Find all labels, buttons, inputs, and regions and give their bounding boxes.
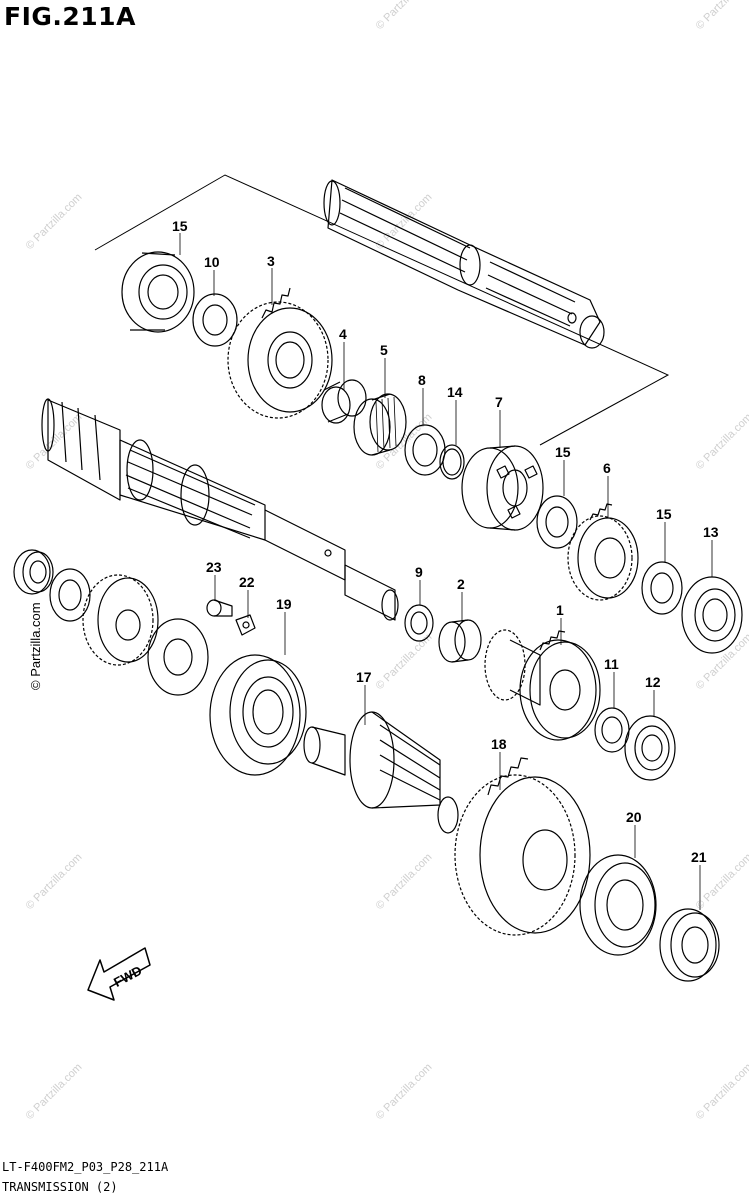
part-3-gear [227, 287, 333, 419]
part-23-bolt [206, 599, 233, 617]
callout-13: 13 [703, 524, 719, 540]
watermark: © Partzilla.com [24, 191, 85, 252]
callout-17: 17 [356, 669, 372, 685]
countershaft [323, 179, 605, 349]
drawing-code: LT-F400FM2_P03_P28_211A [2, 1160, 169, 1174]
watermark: © Partzilla.com [374, 631, 435, 692]
part-9-washer [404, 604, 434, 642]
part-15-washer [641, 561, 683, 615]
washer [147, 618, 209, 696]
watermark: © Partzilla.com [28, 602, 43, 690]
callout-15: 15 [656, 506, 672, 522]
callout-18: 18 [491, 736, 507, 752]
part-6-gear [567, 503, 639, 601]
callout-5: 5 [380, 342, 388, 358]
callout-2: 2 [457, 576, 465, 592]
callout-21: 21 [691, 849, 707, 865]
fwd-arrow-icon [87, 947, 151, 1001]
part-15-washer [536, 495, 578, 549]
watermark: © Partzilla.com [694, 0, 749, 32]
part-7-dog-gear [461, 445, 544, 531]
callout-7: 7 [495, 394, 503, 410]
callout-11: 11 [604, 656, 619, 672]
callout-labels: 15 10 3 4 5 8 14 7 15 6 15 13 23 22 19 9… [172, 218, 719, 865]
part-5-needle-bearing [353, 393, 407, 456]
watermark: © Partzilla.com [374, 851, 435, 912]
part-18-gear [454, 757, 591, 936]
callout-8: 8 [418, 372, 426, 388]
part-4-bushing [321, 379, 367, 424]
callout-1: 1 [556, 602, 564, 618]
driveshaft [41, 398, 399, 621]
part-21-oil-seal [659, 908, 720, 982]
callout-9: 9 [415, 564, 423, 580]
assembly-group-outline [94, 174, 670, 446]
watermarks: © Partzilla.com © Partzilla.com © Partzi… [24, 0, 749, 1122]
oil-seal [13, 549, 54, 595]
part-1-gear [484, 629, 601, 741]
callout-3: 3 [267, 253, 275, 269]
callout-23: 23 [206, 559, 222, 575]
part-2-needle-bearing [438, 619, 482, 663]
sprocket [82, 574, 159, 666]
part-14-circlip [439, 444, 465, 480]
callout-22: 22 [239, 574, 255, 590]
watermark: © Partzilla.com [694, 1061, 749, 1122]
watermark: © Partzilla.com [374, 0, 435, 32]
part-10-washer [192, 293, 238, 347]
fwd-label: FWD [111, 963, 144, 990]
part-17-output-shaft [303, 711, 459, 834]
part-13-bearing [681, 576, 743, 654]
callout-14: 14 [447, 384, 463, 400]
figure-title: FIG.211A [4, 2, 136, 31]
watermark: © Partzilla.com [24, 851, 85, 912]
watermark: © Partzilla.com [374, 1061, 435, 1122]
callout-20: 20 [626, 809, 642, 825]
watermark: © Partzilla.com [694, 411, 749, 472]
callout-leaders [179, 233, 713, 910]
callout-16: 15 [172, 218, 188, 234]
callout-10: 10 [204, 254, 220, 270]
drawing-title: TRANSMISSION (2) [2, 1180, 118, 1194]
part-12-bearing [624, 715, 676, 781]
callout-19: 19 [276, 596, 292, 612]
part-16-bearing [121, 251, 195, 333]
part-22-washer [235, 614, 256, 636]
part-11-washer [594, 707, 630, 753]
callout-4: 4 [339, 326, 347, 342]
callout-6: 6 [603, 460, 611, 476]
part-19-bearing [209, 654, 307, 776]
part-8-washer [404, 424, 446, 476]
washer [49, 568, 91, 622]
part-20-bearing [579, 854, 657, 956]
callout-12: 12 [645, 674, 661, 690]
watermark: © Partzilla.com [24, 1061, 85, 1122]
callout-15: 15 [555, 444, 571, 460]
